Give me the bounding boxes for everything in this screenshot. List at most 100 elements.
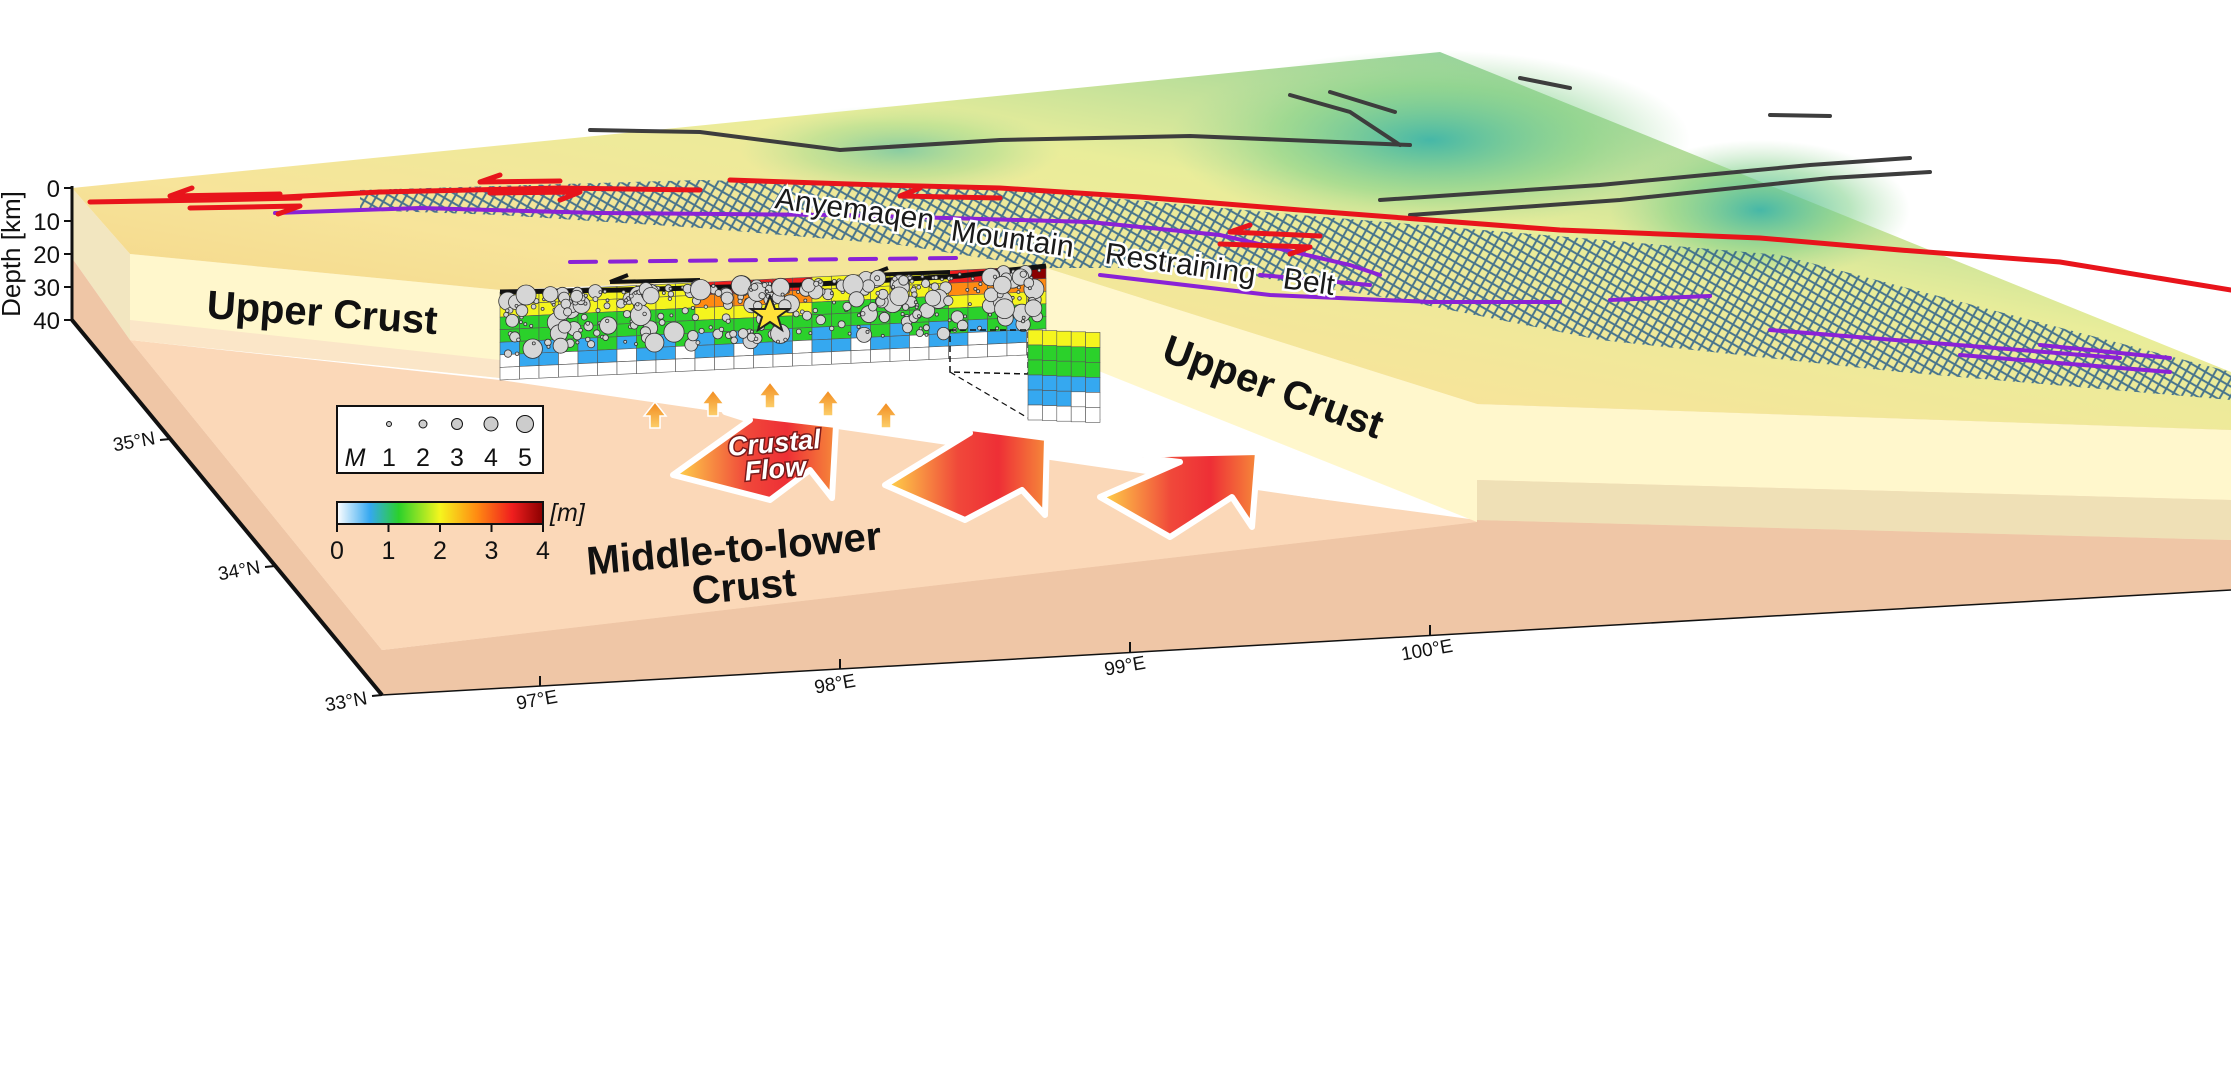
upwelling-arrows xyxy=(642,380,899,429)
depth-tick-30: 30 xyxy=(33,275,60,302)
aftershock xyxy=(585,336,591,342)
aftershock xyxy=(668,286,673,291)
aftershock xyxy=(1023,277,1035,289)
lon-tick-98: 98°E xyxy=(813,671,857,699)
mag-legend-value-4: 4 xyxy=(484,444,498,472)
aftershock xyxy=(831,278,837,284)
aftershock xyxy=(900,312,905,317)
side-slip-cell xyxy=(1070,391,1086,408)
aftershock xyxy=(902,322,913,334)
aftershock xyxy=(1021,319,1026,324)
slip-cell xyxy=(811,338,832,353)
aftershock xyxy=(847,331,852,336)
aftershock xyxy=(808,331,813,336)
aftershock xyxy=(1024,299,1043,318)
slip-colorbar: 0 1 2 3 4 [m] xyxy=(330,499,586,565)
aftershock xyxy=(802,310,812,321)
slip-cell xyxy=(636,359,657,374)
aftershock xyxy=(628,293,634,299)
aftershock xyxy=(691,313,700,321)
aftershock xyxy=(940,277,944,282)
aftershock xyxy=(505,313,520,328)
side-slip-cell xyxy=(1042,345,1058,361)
flow-arrow-3 xyxy=(1097,449,1261,540)
aftershock xyxy=(729,329,738,338)
aftershock xyxy=(711,283,716,288)
mag-circle-1 xyxy=(386,421,392,427)
aftershock xyxy=(560,298,572,310)
flow-arrow-2 xyxy=(882,422,1050,523)
aftershock xyxy=(801,278,816,293)
side-slip-cell xyxy=(1070,376,1086,393)
aftershock xyxy=(598,290,603,295)
aftershock xyxy=(978,281,983,286)
aftershock xyxy=(642,287,660,305)
aftershock xyxy=(587,340,596,349)
aftershock xyxy=(583,293,588,298)
side-slip-cell xyxy=(1070,406,1086,423)
side-slip-cell xyxy=(1027,404,1043,421)
aftershock xyxy=(529,323,534,328)
slip-cell xyxy=(987,342,1008,358)
aftershock xyxy=(634,342,638,346)
slip-cell xyxy=(714,355,735,371)
slip-cell xyxy=(792,352,813,367)
aftershock xyxy=(923,324,930,332)
slip-cell xyxy=(714,343,735,358)
aftershock xyxy=(758,292,766,300)
aftershock xyxy=(780,292,785,297)
aftershock xyxy=(557,319,572,334)
aftershock xyxy=(832,300,836,305)
aftershock xyxy=(621,289,626,295)
aftershock xyxy=(505,308,510,313)
aftershock xyxy=(551,302,556,307)
upwelling-arrow xyxy=(815,388,841,417)
aftershock xyxy=(687,330,699,342)
slip-cell xyxy=(577,362,598,377)
depth-tick-20: 20 xyxy=(33,242,60,269)
aftershock xyxy=(994,298,1015,320)
slip-tick-2: 2 xyxy=(433,537,447,565)
lat-tick-34: 34°N xyxy=(216,557,261,585)
aftershock xyxy=(681,307,689,315)
aftershock xyxy=(898,275,909,286)
aftershock xyxy=(933,275,939,280)
slip-cell xyxy=(792,339,813,354)
depth-axis-label: Depth [km] xyxy=(0,191,26,317)
aftershock xyxy=(848,291,865,308)
slip-cell xyxy=(616,360,637,375)
aftershock xyxy=(911,291,918,298)
slip-cell xyxy=(616,348,637,363)
slip-cell xyxy=(538,364,559,379)
side-slip-cell xyxy=(1056,390,1072,407)
aftershock xyxy=(530,303,537,310)
slip-cell xyxy=(694,356,715,372)
side-slip-cell xyxy=(1027,374,1043,391)
slip-cell xyxy=(870,335,891,351)
aftershock xyxy=(750,329,754,334)
aftershock xyxy=(552,337,569,354)
slip-cell xyxy=(811,326,832,341)
aftershock xyxy=(963,314,967,319)
slip-cell xyxy=(948,344,969,359)
aftershock xyxy=(803,298,808,303)
aftershock xyxy=(868,302,878,312)
aftershock xyxy=(771,277,790,297)
side-slip-cell xyxy=(1056,375,1072,392)
topography-green-region xyxy=(1170,50,1690,230)
side-slip-cell xyxy=(1027,389,1043,406)
crustal-flow-arrows xyxy=(670,409,1261,540)
slip-tick-3: 3 xyxy=(485,537,499,565)
aftershock xyxy=(995,326,999,331)
aftershock xyxy=(920,274,925,279)
aftershock xyxy=(1017,285,1021,290)
side-slip-panel xyxy=(1027,329,1101,423)
aftershock xyxy=(815,314,826,325)
aftershock xyxy=(965,287,970,292)
aftershock xyxy=(690,279,712,301)
aftershock xyxy=(949,276,954,281)
aftershock xyxy=(915,328,924,337)
aftershock xyxy=(623,339,628,344)
side-slip-cell xyxy=(1042,375,1058,391)
aftershock xyxy=(976,289,981,294)
